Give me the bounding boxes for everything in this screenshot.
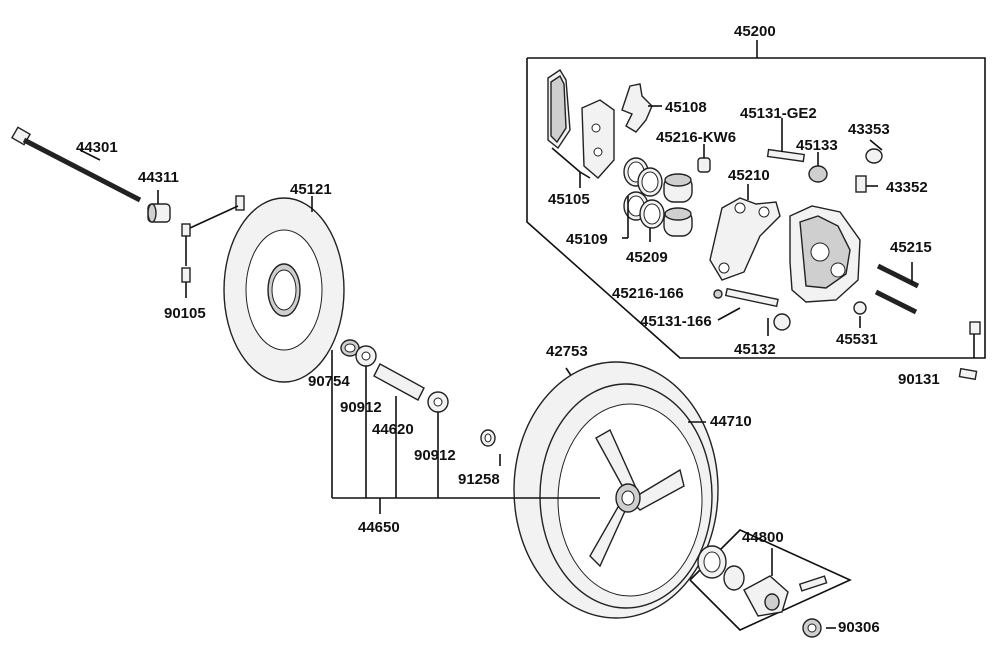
bleeder-cap-45133[interactable] xyxy=(808,152,828,183)
pin-45131-166[interactable] xyxy=(717,287,779,321)
axle-collar[interactable] xyxy=(147,190,171,223)
bolt-45132[interactable] xyxy=(767,313,791,336)
piston-seals[interactable] xyxy=(622,157,665,239)
label-45121: 45121 xyxy=(290,181,332,198)
guide-pins-45215[interactable] xyxy=(874,262,920,315)
brake-pads[interactable] xyxy=(547,69,615,188)
caliper-bracket[interactable] xyxy=(709,184,781,281)
label-42753: 42753 xyxy=(546,343,588,360)
label-45131-166: 45131-166 xyxy=(640,313,712,330)
pad-spring[interactable] xyxy=(621,83,662,133)
oil-seal[interactable] xyxy=(480,429,496,447)
label-44650: 44650 xyxy=(358,519,400,536)
axle-nut[interactable] xyxy=(802,618,822,638)
label-43352: 43352 xyxy=(886,179,928,196)
distance-collar[interactable] xyxy=(373,363,425,428)
label-45132: 45132 xyxy=(734,341,776,358)
caliper-pin-45131-ge2[interactable] xyxy=(766,118,806,163)
pistons[interactable] xyxy=(649,173,693,242)
label-44311: 44311 xyxy=(138,169,179,186)
label-44710: 44710 xyxy=(710,413,752,430)
label-44301: 44301 xyxy=(76,139,118,156)
label-90754: 90754 xyxy=(308,373,350,390)
hub-parts-bracket xyxy=(331,350,600,514)
label-45105: 45105 xyxy=(548,191,590,208)
caliper-assembly-outline xyxy=(526,40,986,359)
brake-disc[interactable] xyxy=(223,196,345,383)
label-90912-right: 90912 xyxy=(414,447,456,464)
label-90912-left: 90912 xyxy=(340,399,382,416)
bleeder-cap-43353[interactable] xyxy=(865,139,883,164)
label-45216-kw6: 45216-KW6 xyxy=(656,129,736,146)
label-90131: 90131 xyxy=(898,371,940,388)
label-45133: 45133 xyxy=(796,137,838,154)
label-45210: 45210 xyxy=(728,167,770,184)
label-45131-ge2: 45131-GE2 xyxy=(740,105,817,122)
label-43353: 43353 xyxy=(848,121,890,138)
label-91258: 91258 xyxy=(458,471,500,488)
label-45108: 45108 xyxy=(665,99,707,116)
front-wheel[interactable] xyxy=(513,361,719,619)
label-45209: 45209 xyxy=(626,249,668,266)
nut-45216-166[interactable] xyxy=(713,289,723,299)
label-44800: 44800 xyxy=(742,529,784,546)
label-45216-166: 45216-166 xyxy=(612,285,684,302)
label-45531: 45531 xyxy=(836,331,878,348)
speedometer-gearbox[interactable] xyxy=(689,529,852,631)
label-90105: 90105 xyxy=(164,305,206,322)
caliper-body[interactable] xyxy=(789,205,861,303)
bearing-left[interactable] xyxy=(355,345,377,367)
label-45200: 45200 xyxy=(734,23,776,40)
bearing-right[interactable] xyxy=(427,391,449,413)
front-axle[interactable] xyxy=(10,126,142,203)
boot-45216-kw6[interactable] xyxy=(697,144,711,173)
plug-45531[interactable] xyxy=(853,301,867,328)
label-45215: 45215 xyxy=(890,239,932,256)
disc-screws[interactable] xyxy=(181,195,245,298)
label-90306: 90306 xyxy=(838,619,880,636)
caliper-bolts[interactable] xyxy=(958,321,981,381)
label-45109: 45109 xyxy=(566,231,608,248)
bleeder-screw-43352[interactable] xyxy=(855,175,878,193)
label-44620: 44620 xyxy=(372,421,414,438)
